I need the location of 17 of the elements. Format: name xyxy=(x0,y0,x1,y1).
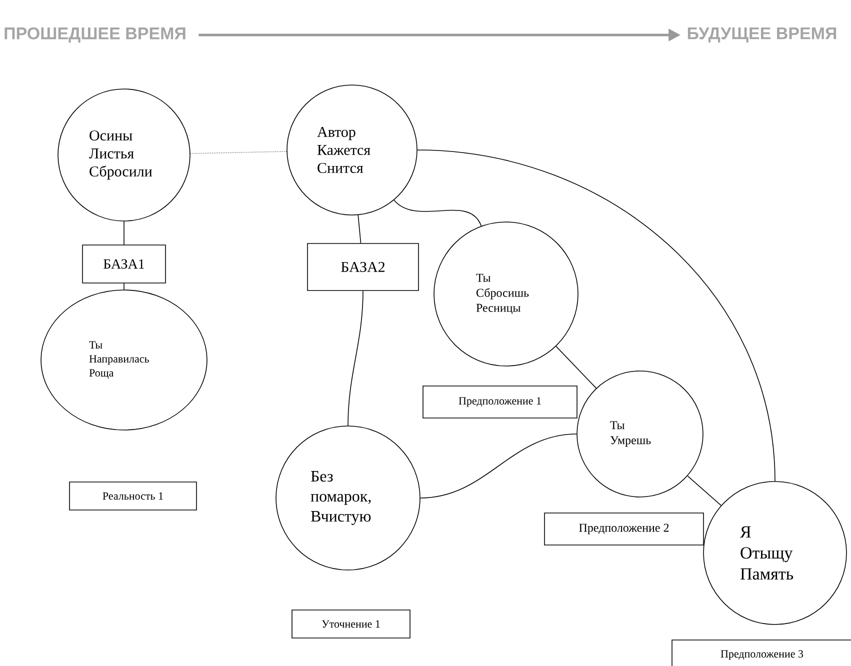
label-box: БАЗА2 xyxy=(307,243,419,291)
connector-line xyxy=(190,151,288,154)
connector-line xyxy=(417,150,776,482)
label-box: Предположение 3 xyxy=(672,640,851,666)
label-box: Предположение 2 xyxy=(544,512,704,546)
connector-line xyxy=(556,346,597,389)
connector-line xyxy=(348,290,364,426)
heading-text: БУДУЩЕЕ ВРЕМЯ xyxy=(688,27,836,43)
label-box: Уточнение 1 xyxy=(292,610,410,638)
connector-line xyxy=(687,476,722,506)
connector-line xyxy=(420,434,577,498)
label-box: Предположение 1 xyxy=(422,386,578,418)
heading-text: ПРОШЕДШЕЕ ВРЕМЯ xyxy=(4,27,186,43)
connector-line xyxy=(358,214,362,244)
label-box: Реальность 1 xyxy=(69,482,197,510)
label-box: БАЗА1 xyxy=(82,244,166,284)
connector-line xyxy=(394,200,482,226)
